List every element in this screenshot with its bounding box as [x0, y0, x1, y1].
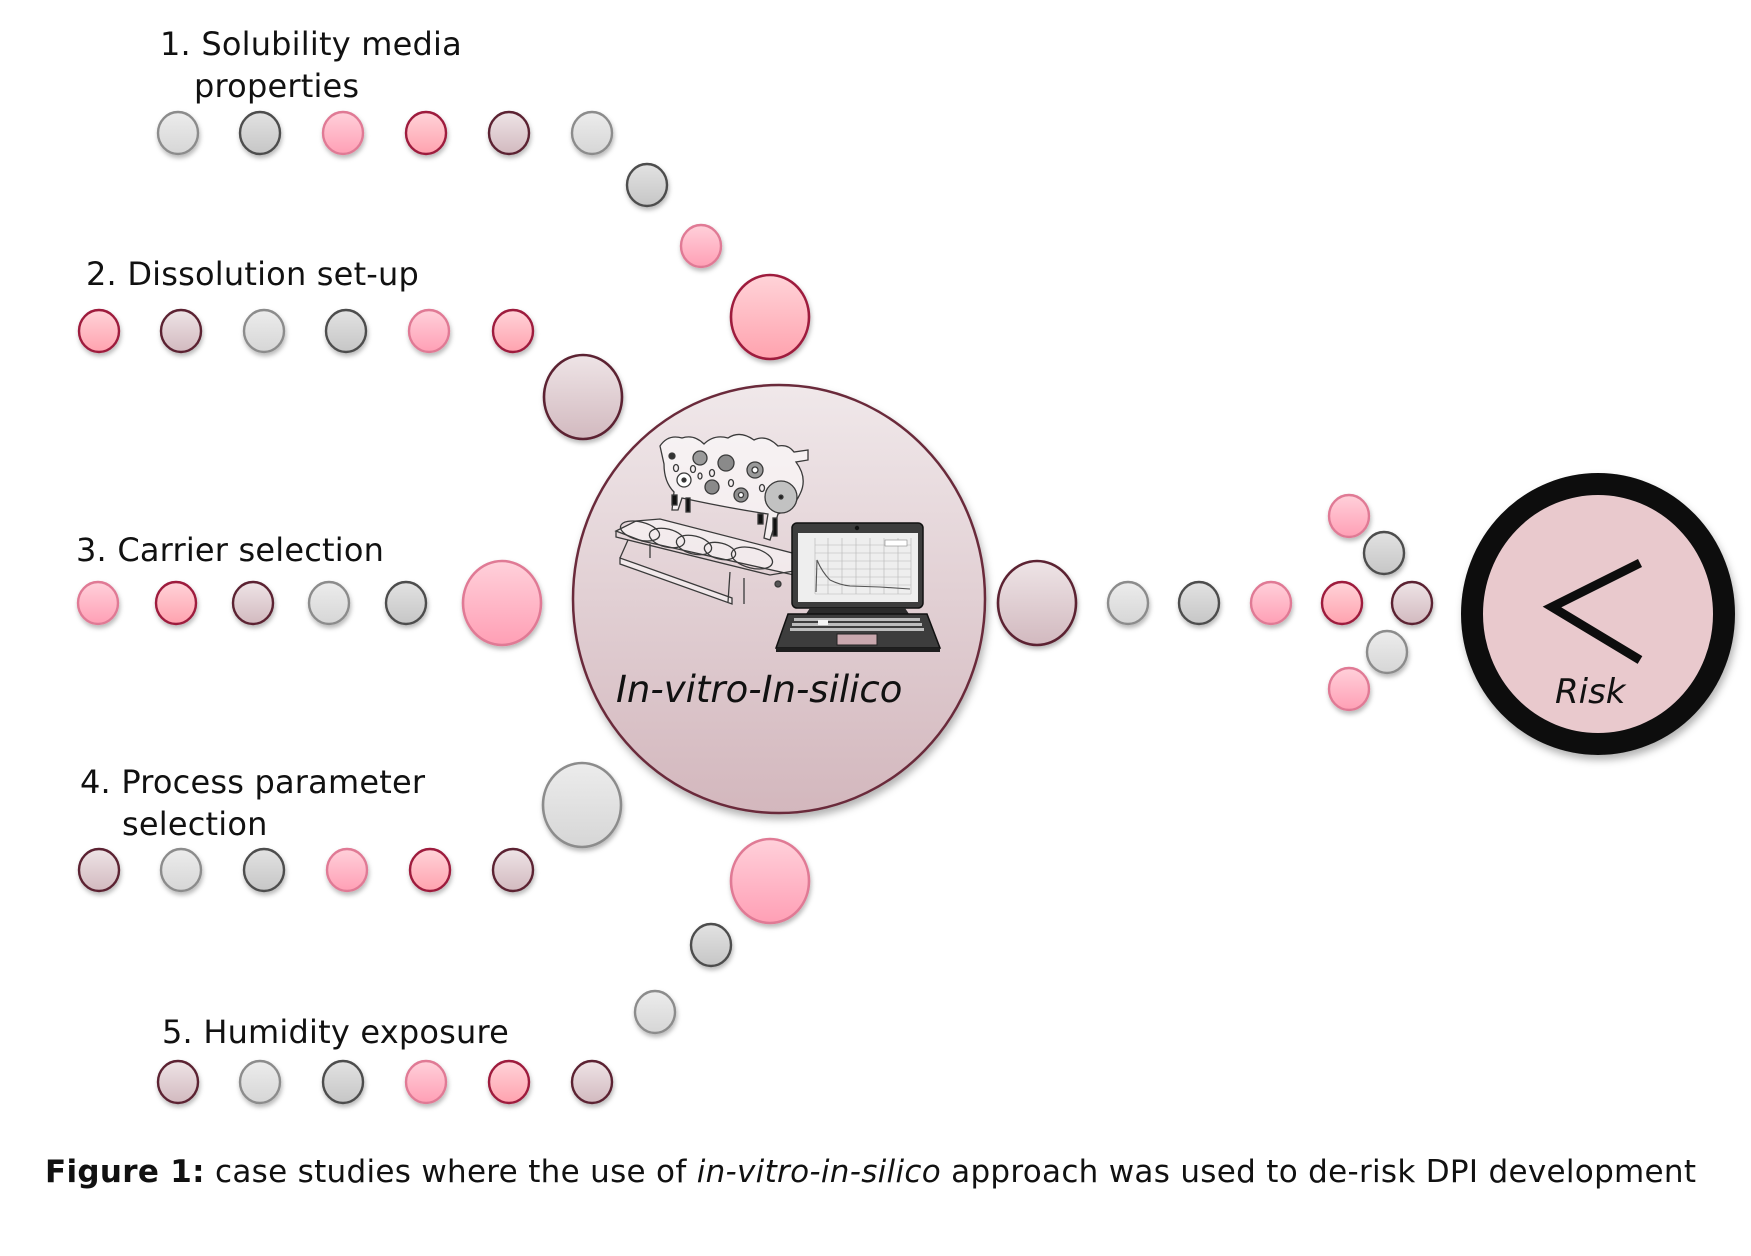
hub-label: In-vitro-In-silico [616, 668, 903, 711]
connector-bubble-pink [679, 223, 723, 269]
case-title: Carrier selection [117, 531, 385, 569]
row-bubble-dark-gray [238, 110, 282, 156]
row-bubble-pink [321, 110, 365, 156]
caption-emphasis: in-vitro-in-silico [696, 1154, 941, 1190]
row-bubble-dark-gray [242, 847, 286, 893]
case-number: 2. [86, 255, 117, 293]
connector-bubble-dark-gray [625, 162, 669, 208]
case-title-cont: properties [194, 67, 360, 105]
row-bubble-pink [407, 308, 451, 354]
row-bubble-crimson [154, 580, 198, 626]
connector-bubble-dark-gray [689, 922, 733, 968]
row-bubble-pink [325, 847, 369, 893]
row-bubble-pink [404, 1059, 448, 1105]
row-bubble-light-gray [156, 110, 200, 156]
row-bubble-crimson [77, 308, 121, 354]
arrowhead-bubble-pink [1327, 666, 1371, 712]
connector-bubble-crimson-large [729, 273, 811, 361]
row-bubble-pink [76, 580, 120, 626]
case-study-rows [76, 110, 811, 1105]
risk-label: Risk [1555, 672, 1626, 712]
row-bubble-dark-gray [384, 580, 428, 626]
path-bubble-pink [1249, 580, 1293, 626]
row-bubble-mauve [159, 308, 203, 354]
row-bubble-dark-gray [324, 308, 368, 354]
case-number: 1. [160, 25, 191, 63]
case-study-label-1: 1. Solubility media properties [160, 23, 462, 107]
row-bubble-mauve [491, 847, 535, 893]
connector-bubble-light-gray-large [541, 761, 623, 849]
row-bubble-light-gray [570, 110, 614, 156]
case-title: Dissolution set-up [127, 255, 420, 293]
connector-bubble-mauve-large [542, 353, 624, 441]
arrowhead-bubble-dark-gray [1362, 530, 1406, 576]
less-than-symbol [1542, 558, 1643, 664]
row-bubble-mauve [487, 110, 531, 156]
case-study-label-4: 4. Process parameter selection [80, 761, 425, 845]
row-bubble-crimson [487, 1059, 531, 1105]
case-study-row-5 [156, 837, 811, 1105]
row-bubble-mauve [156, 1059, 200, 1105]
case-number: 4. [80, 763, 111, 801]
row-bubble-light-gray [238, 1059, 282, 1105]
connector-bubble-light-gray [633, 989, 677, 1035]
case-title: Humidity exposure [203, 1013, 510, 1051]
caption-text-before: case studies where the use of [204, 1154, 697, 1190]
arrowhead-bubble-mauve [1390, 580, 1434, 626]
case-number: 3. [76, 531, 107, 569]
case-study-label-3: 3. Carrier selection [76, 529, 384, 571]
path-bubble-mauve-large [996, 559, 1078, 647]
row-bubble-light-gray [159, 847, 203, 893]
laptop-chart-icon [774, 522, 942, 652]
row-bubble-crimson [491, 308, 535, 354]
risk-circle [1461, 473, 1735, 755]
path-bubble-light-gray [1106, 580, 1150, 626]
impactor-apparatus-icon [614, 433, 809, 605]
row-bubble-light-gray [242, 308, 286, 354]
hub-node [571, 383, 987, 815]
case-study-row-3 [76, 559, 543, 647]
row-bubble-light-gray [307, 580, 351, 626]
row-bubble-crimson [408, 847, 452, 893]
case-study-label-2: 2. Dissolution set-up [86, 253, 419, 295]
row-bubble-dark-gray [321, 1059, 365, 1105]
caption-text-after: approach was used to de-risk DPI develop… [941, 1154, 1697, 1190]
arrowhead-bubble-pink [1327, 493, 1371, 539]
case-number: 5. [162, 1013, 193, 1051]
screen-chart [814, 538, 912, 595]
case-study-row-4 [77, 761, 623, 893]
row-bubble-mauve [231, 580, 275, 626]
figure-caption: Figure 1: case studies where the use of … [45, 1150, 1705, 1194]
case-study-label-5: 5. Humidity exposure [162, 1011, 509, 1053]
connector-bubble-pink-large [461, 559, 543, 647]
risk-node [1461, 473, 1735, 755]
caption-prefix: Figure 1: [45, 1154, 205, 1190]
case-study-row-2 [77, 308, 624, 441]
arrowhead-bubble-light-gray [1365, 629, 1409, 675]
case-title: Solubility media [201, 25, 462, 63]
row-bubble-mauve [570, 1059, 614, 1105]
path-bubble-crimson [1320, 580, 1364, 626]
connector-bubble-pink-large [729, 837, 811, 925]
row-bubble-mauve [77, 847, 121, 893]
output-path [996, 493, 1434, 712]
keyboard [790, 618, 924, 631]
case-study-row-1 [156, 110, 811, 361]
case-title: Process parameter [121, 763, 426, 801]
row-bubble-crimson [404, 110, 448, 156]
case-title-cont: selection [122, 805, 268, 843]
path-bubble-dark-gray [1177, 580, 1221, 626]
